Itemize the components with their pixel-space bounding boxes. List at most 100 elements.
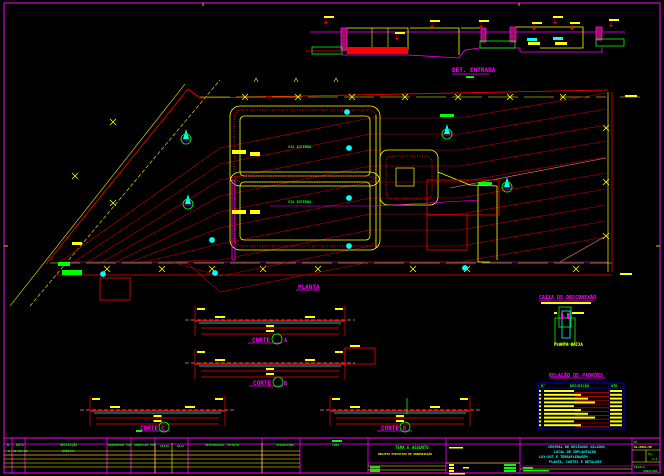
manhole-icon (212, 270, 218, 276)
standards-row-num (539, 424, 541, 427)
standards-row-num (539, 412, 541, 415)
section-b-label (350, 345, 360, 347)
rev-row-description: EMISSÃO (62, 448, 75, 453)
title-block-field (370, 468, 380, 470)
plan-title: PLANTA (298, 284, 320, 291)
inspection-box-neck (558, 306, 572, 328)
fence-x-marker (506, 93, 514, 101)
section-c-label (92, 398, 100, 400)
inspection-box-subtitle: PLANTA BAIXA (554, 342, 583, 347)
tree-crown (441, 128, 453, 140)
tree-crown (182, 198, 194, 210)
section-d-label (396, 420, 404, 422)
section-b-label (215, 359, 225, 361)
standards-row-text (544, 420, 574, 423)
standards-row-qty (610, 405, 622, 408)
contour-line (87, 124, 607, 263)
rev-header-drawn-by: DESENHADO POR (108, 443, 132, 447)
fence-x-marker (71, 172, 79, 180)
title-block-field (449, 470, 454, 472)
dim-label (620, 273, 632, 275)
section-b-marker (272, 376, 284, 388)
level-label (324, 16, 334, 18)
scale-value: INDICADA (643, 469, 658, 473)
manhole-icon (209, 237, 215, 243)
section-a-title: CORTE (252, 337, 270, 344)
manhole-icon (462, 265, 468, 271)
hydrant-icon (346, 145, 352, 151)
plan-annotation (58, 262, 70, 266)
inspection-label (554, 312, 557, 314)
section-a-marker (271, 333, 283, 345)
fence-x-marker (158, 265, 166, 273)
level-marker (430, 26, 434, 28)
level-label (553, 16, 563, 18)
section-c-label (215, 398, 223, 400)
standards-row-text (544, 424, 581, 427)
pipe-line (374, 199, 481, 207)
standards-row-text (544, 405, 574, 408)
standards-row-num (539, 390, 541, 392)
entrance-tag (553, 37, 563, 40)
section-d-marker (399, 421, 411, 433)
hydrant-icon (344, 109, 350, 115)
contour-line (185, 236, 607, 293)
property-line (45, 88, 189, 265)
level-marker (395, 38, 399, 40)
contour-line-highlight (449, 157, 607, 189)
inspection-hatch (567, 313, 569, 319)
fence-x-marker (348, 93, 356, 101)
level-label (479, 20, 489, 22)
entrance-detail-title: DET. ENTRADA (452, 67, 496, 74)
standards-table-frame (537, 382, 625, 430)
inspection-hatch (561, 313, 563, 319)
inspection-box-title: CAIXA DE DESCONEXÃO (539, 294, 596, 301)
drawing-number: 01-0001-RE (634, 445, 652, 449)
section-a-label (215, 316, 225, 318)
entrance-annotation (528, 42, 540, 45)
gatehouse (99, 277, 131, 301)
inspection-box-outer (554, 317, 576, 345)
level-marker (553, 22, 557, 24)
section-a-tag: A (284, 338, 287, 344)
section-a-label (305, 316, 315, 318)
level-marker (324, 22, 328, 24)
standards-row-qty (610, 424, 622, 427)
section-d-label (396, 415, 404, 417)
standards-row-text (544, 401, 595, 404)
title-block-logo (332, 440, 342, 442)
fence-x-marker (241, 93, 249, 101)
rev-row-date: 00/00/00 (13, 449, 28, 453)
entrance-footing (311, 46, 343, 55)
title-block-field (449, 464, 454, 466)
inspection-pipe (561, 310, 571, 339)
section-b-label (335, 351, 343, 353)
entrance-scale (466, 76, 474, 78)
entrance-wall-hatched (509, 26, 517, 43)
lane-label-2: VIA INTERNA (288, 200, 312, 204)
lane-label-1: VIA INTERNA (288, 145, 312, 149)
lamp-icon (295, 77, 299, 83)
section-d-tag: D (403, 426, 406, 432)
lamp-icon (253, 77, 257, 83)
sheet-value: 1/1 (652, 457, 658, 461)
rev-header-date-2: DATA (177, 444, 184, 448)
project-line-2: LOCAL DE IMPLANTAÇÃO (554, 449, 596, 454)
road-edge-line (9, 83, 186, 307)
level-marker (532, 28, 536, 30)
level-label (570, 22, 580, 24)
plan-annotation (478, 182, 492, 185)
entrance-footing (479, 40, 516, 49)
entrance-footing (595, 38, 625, 47)
standards-row-num (539, 397, 541, 400)
road-edge-line (29, 79, 221, 307)
drawing-number-label: Nº (634, 440, 638, 444)
entrance-annotation (555, 42, 567, 45)
parking-sign (250, 210, 260, 214)
tree-crown (180, 133, 192, 145)
title-block-field (449, 467, 454, 469)
standards-row-text (544, 409, 581, 411)
level-marker (479, 26, 483, 28)
section-b-label (266, 373, 274, 375)
